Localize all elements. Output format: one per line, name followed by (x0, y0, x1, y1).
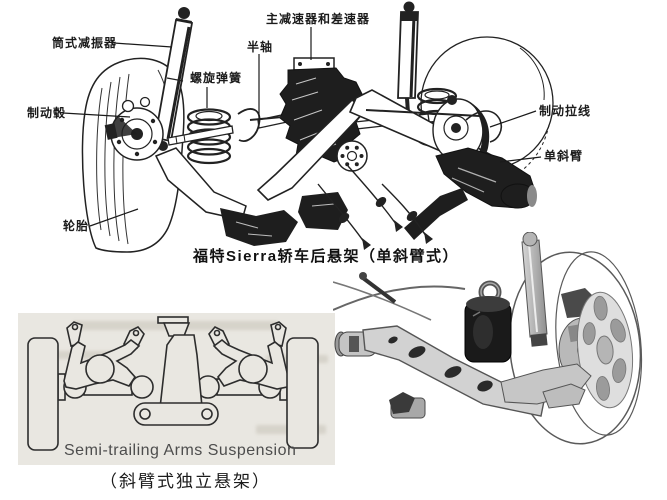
label-final-drive: 主减速器和差速器 (266, 12, 371, 26)
label-tube-shock-absorber: 筒式减振器 (52, 36, 118, 50)
semi-trailing-schematic-panel: Semi-trailing Arms Suspension (18, 313, 335, 465)
top-caption: 福特Sierra轿车后悬架（单斜臂式） (193, 248, 460, 265)
label-half-shaft: 半轴 (247, 40, 274, 54)
rear-axle-render-illustration (333, 232, 643, 445)
cable-art (317, 165, 427, 243)
label-semi-trailing-arm: 单斜臂 (544, 149, 584, 163)
label-tire: 轮胎 (63, 219, 90, 233)
bottom-caption: （斜臂式独立悬架） (100, 472, 271, 491)
label-brake-hub: 制动毂 (27, 106, 67, 120)
hub-flange-art (336, 140, 368, 172)
left-hub-art (104, 96, 164, 161)
label-coil-spring: 螺旋弹簧 (190, 71, 243, 85)
sierra-rear-suspension-illustration (62, 1, 554, 253)
semi-trailing-schematic (27, 316, 319, 451)
leader-lines (62, 27, 542, 227)
label-brake-cable: 制动拉线 (539, 104, 592, 118)
bushing-canister-art (464, 280, 512, 363)
right-shock-art (397, 1, 419, 129)
differential-art (279, 57, 365, 165)
panel-title: Semi-trailing Arms Suspension (64, 442, 297, 459)
